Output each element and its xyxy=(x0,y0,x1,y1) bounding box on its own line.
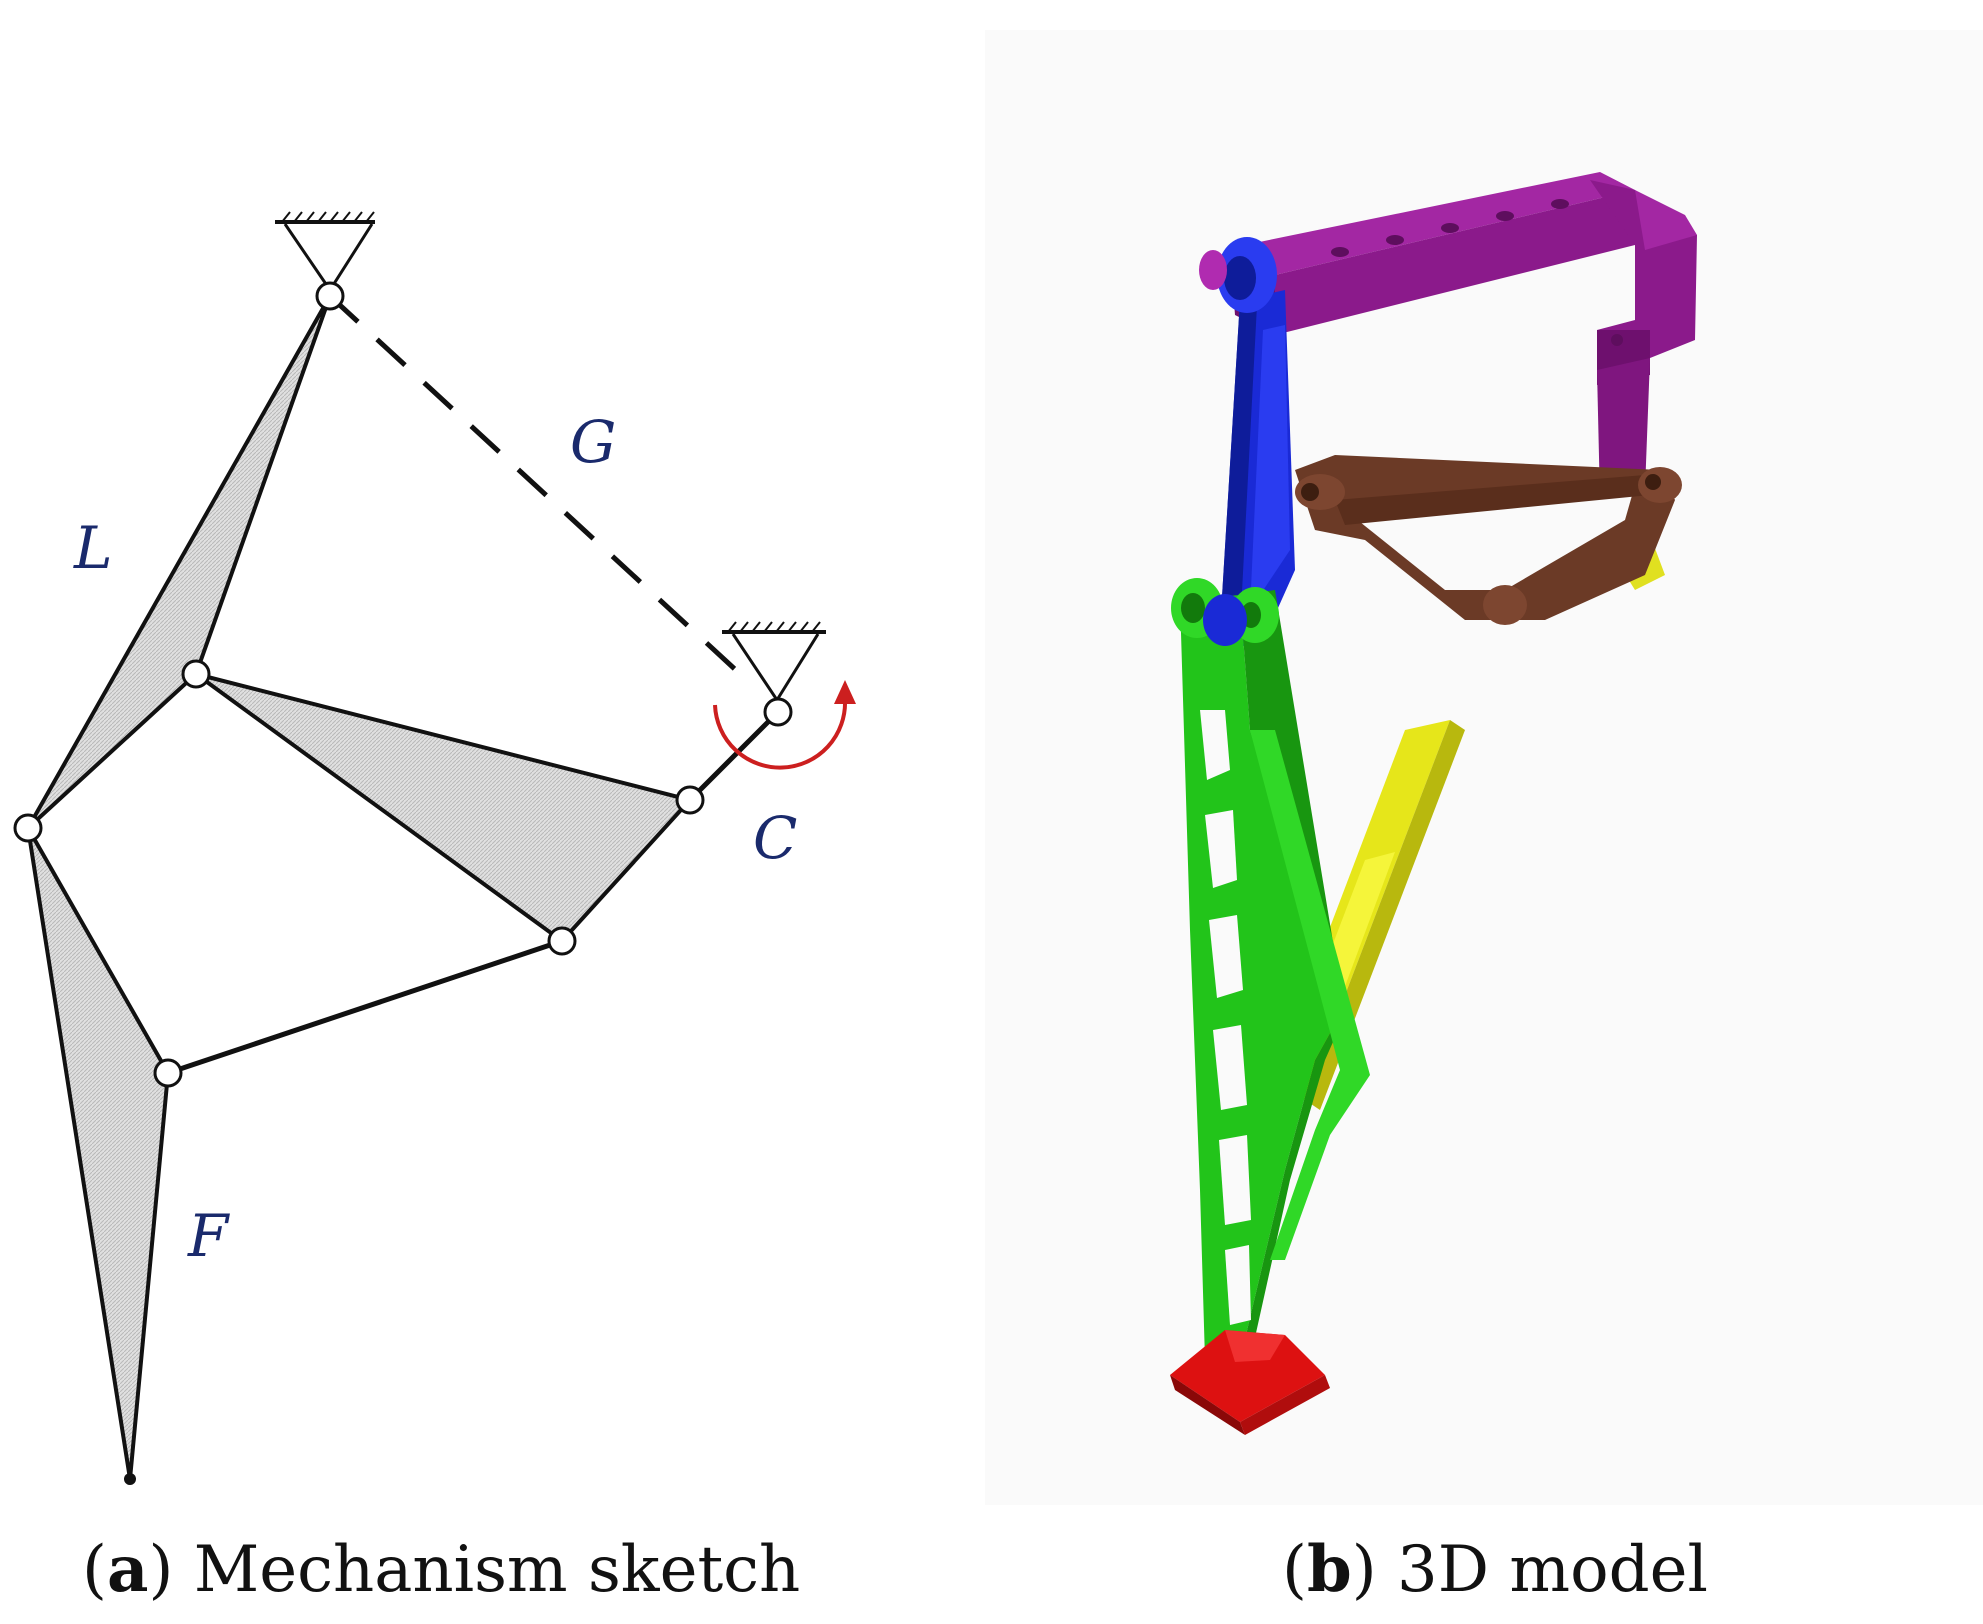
mechanism-sketch-panel: G L C F xyxy=(0,0,900,1500)
caption-a-letter: a xyxy=(106,1532,149,1607)
caption-b-text: 3D model xyxy=(1397,1533,1708,1607)
label-f: F xyxy=(187,1202,230,1270)
label-l: L xyxy=(73,514,113,582)
3d-model-panel xyxy=(985,30,1983,1505)
joint-l-middle xyxy=(181,659,211,689)
label-g: G xyxy=(570,408,616,476)
coupler-link xyxy=(194,672,694,944)
ground-link-dashed xyxy=(328,294,740,674)
blue-link-part xyxy=(1199,237,1295,655)
lower-binary-link xyxy=(167,938,563,1076)
joint-top-pivot xyxy=(315,281,345,311)
joint-f-knee xyxy=(153,1058,183,1088)
green-leg-part xyxy=(1171,578,1370,1360)
red-foot-part xyxy=(1170,1330,1330,1435)
caption-panel-a: (a) Mechanism sketch xyxy=(82,1532,801,1607)
brown-rocker-part xyxy=(1295,455,1682,625)
mechanism-sketch-diagram: G L C F xyxy=(13,211,856,1485)
3d-model-render xyxy=(985,30,1983,1505)
link-f xyxy=(26,827,171,1480)
caption-a-text: Mechanism sketch xyxy=(193,1533,801,1607)
joint-coupler-lower xyxy=(547,926,577,956)
label-c: C xyxy=(753,804,797,872)
joints xyxy=(13,281,793,1088)
caption-panel-b: (b) 3D model xyxy=(1282,1532,1708,1607)
joint-l-bottom xyxy=(13,813,43,843)
crank-link xyxy=(688,710,780,802)
right-ground-support xyxy=(722,621,826,703)
crank-rotation-arrow xyxy=(713,680,856,770)
joint-crank-pivot xyxy=(763,697,793,727)
caption-b-letter: b xyxy=(1306,1532,1352,1607)
foot-tip xyxy=(124,1473,136,1485)
link-l xyxy=(26,295,332,830)
top-ground-support xyxy=(275,211,375,293)
joint-crank-coupler xyxy=(675,785,705,815)
